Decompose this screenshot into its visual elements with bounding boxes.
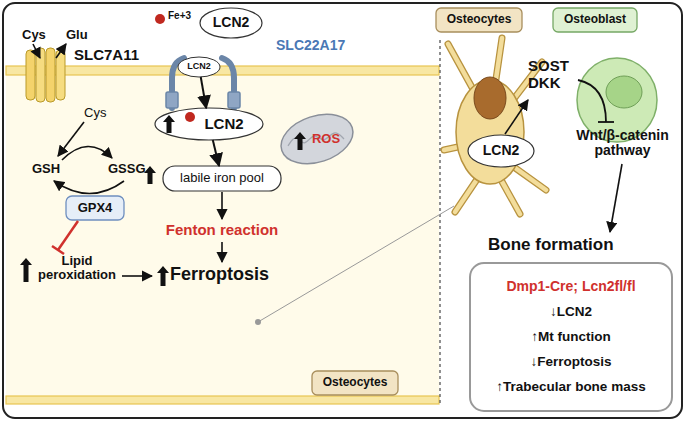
flow-arrow (610, 164, 622, 232)
transporter-helix (26, 50, 35, 100)
pool-box: labile iron pool (163, 166, 281, 191)
box-outline (436, 8, 522, 32)
receptor-domain (228, 92, 240, 108)
inhibition-bar (52, 246, 64, 254)
cell-nucleus (474, 77, 506, 119)
node-text: ↓LCN2 (550, 305, 592, 320)
flow-arrow (505, 100, 528, 134)
node-text: Osteocytes (447, 13, 512, 26)
cycle-arrow (62, 146, 112, 160)
transporter-label: SLC7A11 (74, 47, 154, 64)
node-text: LCN2 (483, 143, 520, 158)
pathway-label: Wnt/β-catenin pathway (565, 128, 680, 159)
cycle-arrow (54, 181, 124, 194)
node-text: ↑Mt function (531, 330, 610, 345)
box-outline (470, 263, 672, 411)
leader-line (258, 206, 454, 322)
protein-label: SOST DKK (528, 58, 578, 91)
node-text: ↓Ferroptosis (530, 355, 611, 370)
node-text: Dmp1-Cre; Lcn2fl/fl (506, 279, 635, 294)
increase-arrow (157, 266, 169, 286)
result-box: Dmp1-Cre; Lcn2fl/fl ↓LCN2 ↑Mt function ↓Fer… (470, 263, 672, 411)
cell-nucleus (606, 76, 642, 108)
node-text: ↑Trabecular bone mass (496, 380, 645, 395)
leader-dot (255, 319, 261, 325)
transporter-helix (46, 48, 55, 102)
cell-membrane (6, 66, 439, 75)
cell-interior (6, 72, 439, 398)
ellipse-outline (468, 135, 534, 167)
flow-arrow (221, 242, 223, 262)
mitochondrion-shape: ROS (280, 110, 354, 168)
box-outline (66, 196, 124, 220)
panel-divider (439, 40, 440, 404)
box-outline (553, 8, 637, 32)
cell-membrane (6, 396, 439, 404)
leader-line (255, 206, 454, 325)
node-text: Osteocytes (323, 376, 388, 389)
connector-arrow (201, 77, 206, 108)
molecule-label: Glu (66, 28, 96, 42)
connector-arrow (213, 140, 219, 166)
increase-arrow (144, 166, 156, 184)
ellipse-outline (155, 108, 263, 140)
cell-label-box: Osteocytes (436, 8, 522, 32)
transporter-symbol (26, 48, 65, 102)
node-text: LCN2 (213, 15, 250, 30)
molecule-label: Cys (22, 28, 52, 42)
ion-label: Fe+3 (168, 10, 202, 21)
flow-arrow (56, 44, 66, 58)
outcome-label: Bone formation (488, 236, 638, 255)
mitochondrion-outline (275, 106, 360, 173)
inhibition-bar (598, 121, 614, 123)
molecule-label: GSH (32, 162, 72, 176)
node-text: Osteoblast (564, 13, 626, 26)
box-outline (312, 371, 398, 395)
outer-frame (3, 3, 682, 418)
flow-arrow (33, 44, 40, 58)
protein-ellipse: LCN2 (178, 57, 220, 77)
reaction-label: Fenton reaction (152, 222, 292, 239)
molecule-label: GSSG (108, 162, 152, 176)
ellipse-outline (200, 8, 262, 38)
ellipse-outline (178, 57, 220, 77)
node-text: GPX4 (78, 201, 113, 215)
mitochondrion-cristae (288, 133, 344, 146)
transporter-helix (36, 48, 45, 102)
node-text: LCN2 (187, 62, 211, 72)
protein-ellipse: LCN2 (200, 8, 262, 38)
protein-ellipse: LCN2 (468, 135, 534, 167)
cell-label-box: Osteocytes (312, 371, 398, 395)
flow-arrow (221, 192, 223, 219)
box-outline (163, 166, 281, 191)
flow-arrow (122, 275, 152, 277)
transporter-helix (56, 50, 65, 100)
enzyme-box: GPX4 (66, 196, 124, 220)
iron-dot (155, 14, 165, 24)
inhibition-line (578, 80, 606, 122)
protein-ellipse: LCN2 (155, 108, 263, 140)
inhibition-line (58, 221, 78, 250)
cell-label-box: Osteoblast (553, 8, 637, 32)
receptor-domain (166, 92, 178, 108)
receptor-label: SLC22A17 (276, 38, 366, 53)
increase-arrow (20, 258, 32, 282)
node-text: LCN2 (204, 116, 243, 133)
receptor-symbol (166, 58, 240, 108)
outcome-label: Ferroptosis (170, 265, 290, 285)
node-text: ROS (312, 132, 340, 146)
molecule-label: Cys (84, 106, 114, 120)
node-text: labile iron pool (180, 171, 264, 185)
process-label: Lipid peroxidation (32, 254, 122, 283)
flow-arrow (58, 122, 84, 156)
